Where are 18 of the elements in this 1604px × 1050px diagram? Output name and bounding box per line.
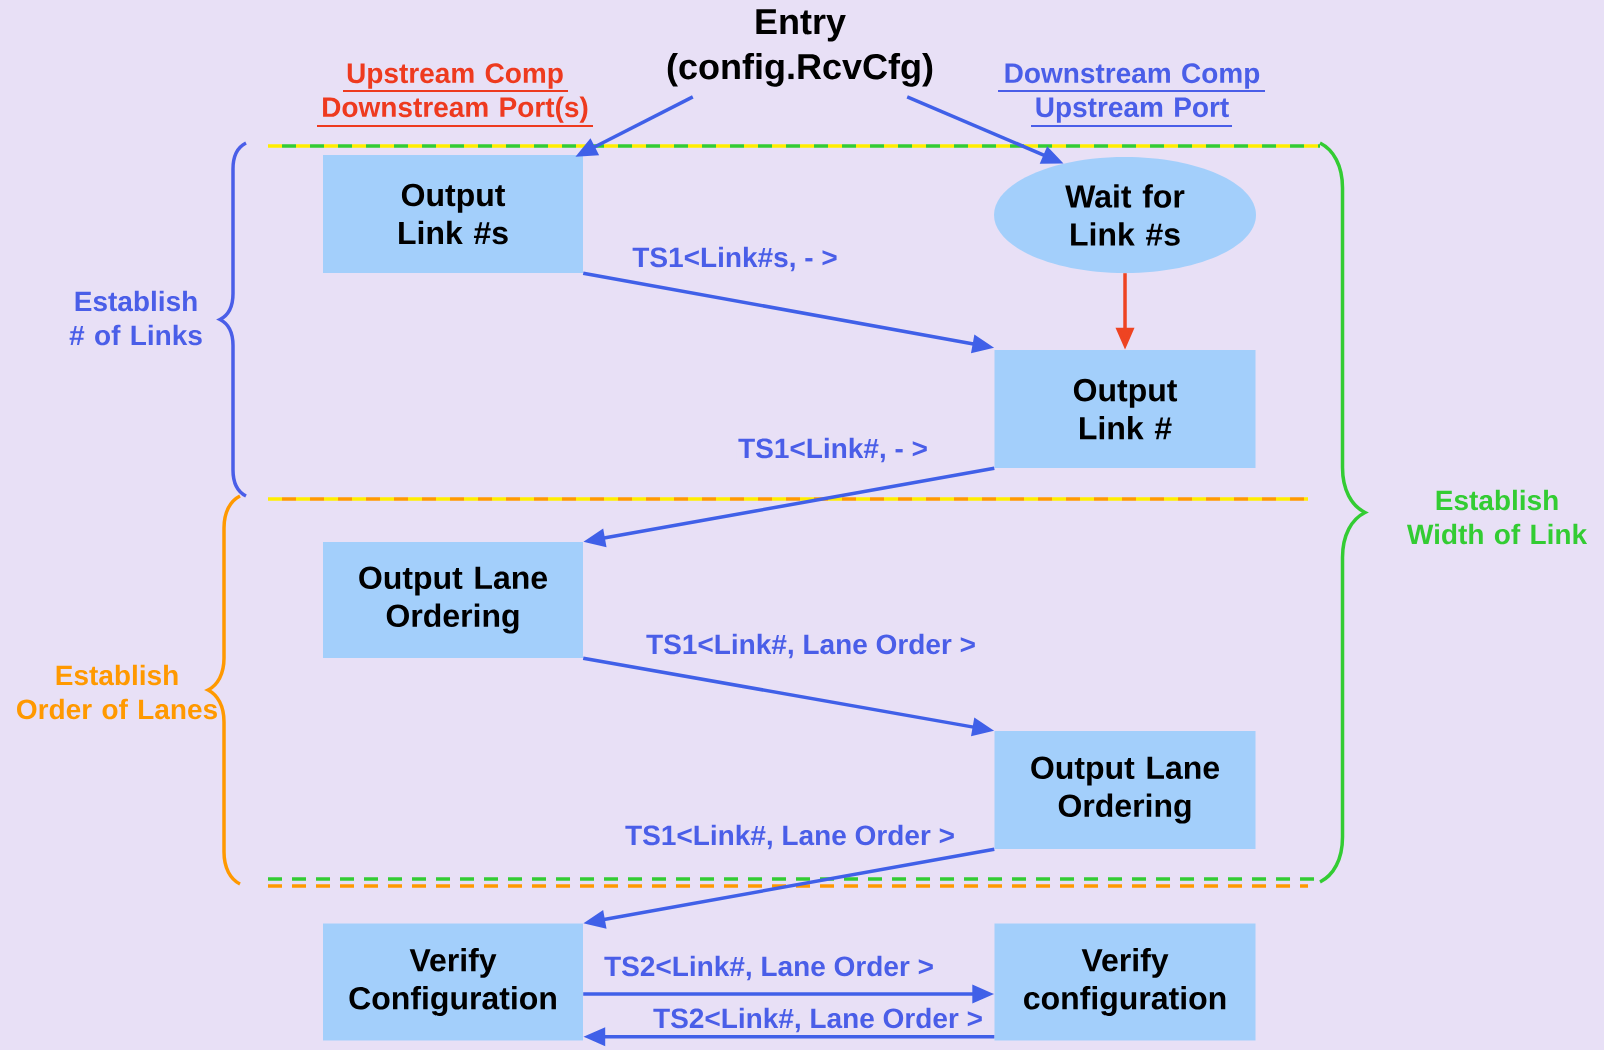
edge-label: TS1<Link#, - > (736, 435, 930, 465)
process-box: Output Link # (994, 350, 1256, 468)
process-box: Verify configuration (994, 923, 1256, 1041)
edge-label: TS2<Link#, Lane Order > (602, 953, 936, 983)
process-box: Output Lane Ordering (994, 731, 1256, 849)
edge-label: TS1<Link#s, - > (630, 244, 840, 274)
process-box: Verify Configuration (323, 923, 583, 1041)
process-box: Output Lane Ordering (323, 542, 583, 658)
edge-label: TS2<Link#, Lane Order > (651, 1005, 985, 1035)
port-heading: Downstream Comp Upstream Port (997, 63, 1266, 127)
brace-label: Establish # of Links (69, 290, 202, 346)
edge-label: TS1<Link#, Lane Order > (623, 822, 957, 852)
brace-label: Establish Order of Lanes (17, 664, 217, 720)
port-heading: Upstream Comp Downstream Port(s) (316, 63, 594, 127)
process-box: Output Link #s (323, 155, 583, 273)
brace-label: Establish Width of Link (1406, 489, 1588, 545)
entry-label: Entry (config.RcvCfg) (667, 9, 933, 87)
edge-label: TS1<Link#, Lane Order > (644, 631, 978, 661)
